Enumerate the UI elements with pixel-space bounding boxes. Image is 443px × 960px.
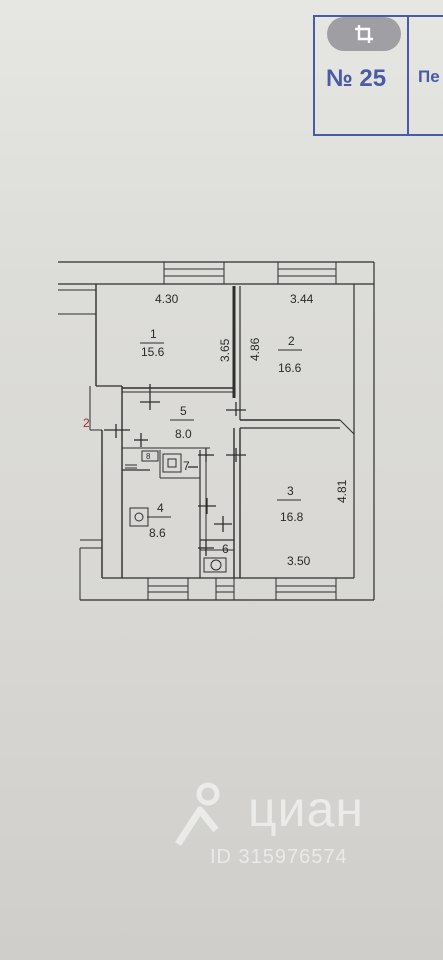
room-8-number: 8 [146, 452, 151, 461]
room-7-number: 7 [183, 459, 190, 473]
room-2-depth: 4.86 [248, 337, 262, 361]
room-3-number: 3 [287, 484, 294, 498]
room-3-area: 16.8 [280, 510, 304, 524]
crop-icon [355, 25, 373, 43]
exterior-walls [58, 261, 375, 601]
interior-walls [121, 286, 355, 578]
room-4-area: 8.6 [149, 526, 166, 540]
room-5-area: 8.0 [175, 427, 192, 441]
room-1-width: 4.30 [155, 292, 179, 306]
wall-marker: 2 [83, 416, 90, 430]
room-1-depth: 3.65 [218, 338, 232, 362]
room-1-area: 15.6 [141, 345, 165, 359]
door-markers [104, 384, 246, 556]
room-2-area: 16.6 [278, 361, 302, 375]
room-3-depth: 4.81 [335, 479, 349, 503]
room-2-number: 2 [288, 334, 295, 348]
floor-plan [58, 261, 375, 601]
room-5-number: 5 [180, 404, 187, 418]
stamp-cut-text: Пе [418, 67, 440, 86]
room-1-number: 1 [150, 327, 157, 341]
room-2-width: 3.44 [290, 292, 314, 306]
room-labels: 4.30 1 15.6 3.65 3.44 2 16.6 4.86 5 8.0 … [83, 292, 349, 568]
room-6-number: 6 [222, 542, 229, 556]
document-stamp: № 25 Пе [313, 15, 443, 136]
crop-button[interactable] [327, 17, 401, 51]
windows [147, 261, 337, 601]
room-3-width: 3.50 [287, 554, 311, 568]
room-4-number: 4 [157, 501, 164, 515]
stamp-number: № 25 [326, 65, 386, 92]
